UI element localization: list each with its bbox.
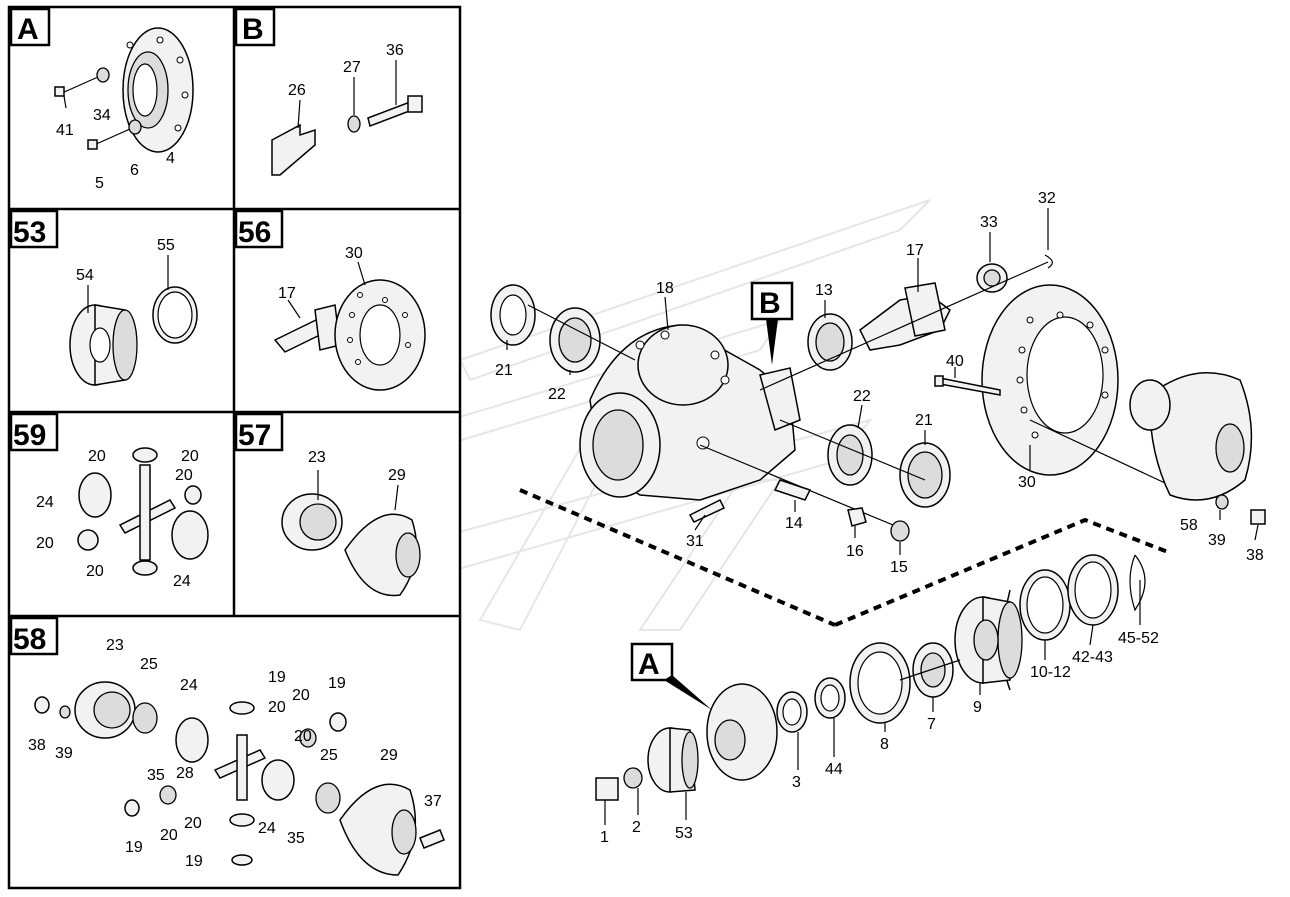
main-label-17: 17: [906, 242, 924, 259]
panel-a-label-41: 41: [56, 122, 74, 139]
panel-57-label-23: 23: [308, 449, 326, 466]
panel-b: B 26 27 36: [234, 7, 423, 176]
panel-a-label-6: 6: [130, 162, 139, 179]
panel-59-label-24a: 24: [36, 494, 54, 511]
main-label-45-52: 45-52: [1118, 630, 1159, 647]
differential-case: [1129, 371, 1253, 501]
bottom-flange-parts: [595, 554, 1146, 801]
panel-58-label-19b: 19: [328, 675, 346, 692]
main-label-14: 14: [785, 515, 803, 532]
panel-58-label-19a: 19: [268, 669, 286, 686]
panel-57-label-29: 29: [388, 467, 406, 484]
panel-58-label-20c: 20: [294, 728, 312, 745]
main-label-31: 31: [686, 533, 704, 550]
main-label-10-12: 10-12: [1030, 664, 1071, 681]
panel-59-label-24b: 24: [173, 573, 191, 590]
panel-56-title: 56: [238, 216, 271, 249]
main-label-22b: 22: [853, 388, 871, 405]
main-label-7: 7: [927, 716, 936, 733]
panel-58-label-37: 37: [424, 793, 442, 810]
panel-59-label-20a: 20: [88, 448, 106, 465]
panel-58-label-23: 23: [106, 637, 124, 654]
panel-58-label-19c: 19: [125, 839, 143, 856]
panel-58-label-24a: 24: [180, 677, 198, 694]
panel-57-title: 57: [238, 419, 271, 452]
panel-58-label-28: 28: [176, 765, 194, 782]
panel-58-label-39: 39: [55, 745, 73, 762]
panel-58-label-20a: 20: [268, 699, 286, 716]
panel-58-label-38: 38: [28, 737, 46, 754]
inset-panel-group: [7, 5, 462, 890]
main-label-44: 44: [825, 761, 843, 778]
main-label-53: 53: [675, 825, 693, 842]
main-label-9: 9: [973, 699, 982, 716]
main-label-15: 15: [890, 559, 908, 576]
panel-58-label-35b: 35: [287, 830, 305, 847]
panel-a-label-5: 5: [95, 175, 104, 192]
panel-58-label-25b: 25: [320, 747, 338, 764]
main-label-18: 18: [656, 280, 674, 297]
main-label-42-43: 42-43: [1072, 649, 1113, 666]
panel-b-label-27: 27: [343, 59, 361, 76]
main-label-40: 40: [946, 353, 964, 370]
main-label-21a: 21: [495, 362, 513, 379]
panel-56-label-17: 17: [278, 285, 296, 302]
panel-53-label-54: 54: [76, 267, 94, 284]
panel-58-label-29: 29: [380, 747, 398, 764]
main-label-58: 58: [1180, 517, 1198, 534]
callout-b: B: [759, 287, 781, 320]
main-label-13: 13: [815, 282, 833, 299]
main-label-30: 30: [1018, 474, 1036, 491]
main-label-1: 1: [600, 829, 609, 846]
main-label-2: 2: [632, 819, 641, 836]
panel-a-label-4: 4: [166, 150, 175, 167]
panel-59-label-20e: 20: [175, 467, 193, 484]
panel-58: 58 23 25 24 19 19 20 20 38 39 35 28 20 2…: [9, 616, 445, 876]
panel-a-label-34: 34: [93, 107, 111, 124]
main-exploded-view: B: [490, 190, 1266, 846]
main-label-32: 32: [1038, 190, 1056, 207]
panel-58-label-20e: 20: [184, 815, 202, 832]
panel-58-title: 58: [13, 623, 46, 656]
panel-59-label-20c: 20: [36, 535, 54, 552]
panel-b-label-26: 26: [288, 82, 306, 99]
panel-59: 59 20 20 24 20 20 20 24: [9, 412, 209, 590]
panel-58-label-24b: 24: [258, 820, 276, 837]
panel-b-label-36: 36: [386, 42, 404, 59]
panel-56-label-30: 30: [345, 245, 363, 262]
panel-58-label-19d: 19: [185, 853, 203, 870]
panel-53: 53 54 55: [9, 209, 198, 386]
panel-58-label-35a: 35: [147, 767, 165, 784]
panel-58-label-20d: 20: [160, 827, 178, 844]
panel-59-label-20b: 20: [181, 448, 199, 465]
panel-53-label-55: 55: [157, 237, 175, 254]
panel-b-title: B: [242, 13, 264, 46]
main-label-8: 8: [880, 736, 889, 753]
panel-56: 56 17 30: [234, 209, 426, 391]
panel-57: 57 23 29: [234, 412, 421, 597]
main-label-38: 38: [1246, 547, 1264, 564]
main-label-39: 39: [1208, 532, 1226, 549]
panel-a-title: A: [17, 13, 39, 46]
main-label-22a: 22: [548, 386, 566, 403]
panel-59-label-20d: 20: [86, 563, 104, 580]
panel-59-title: 59: [13, 419, 46, 452]
panel-53-title: 53: [13, 216, 46, 249]
main-label-21b: 21: [915, 412, 933, 429]
axle-housing: [579, 324, 801, 501]
main-label-3: 3: [792, 774, 801, 791]
main-label-33: 33: [980, 214, 998, 231]
panel-58-label-25a: 25: [140, 656, 158, 673]
main-label-16: 16: [846, 543, 864, 560]
panel-a: A 41 34 6 5 4: [9, 7, 194, 192]
panel-58-label-20b: 20: [292, 687, 310, 704]
callout-a: A: [638, 648, 660, 681]
ring-gear: [981, 284, 1119, 476]
